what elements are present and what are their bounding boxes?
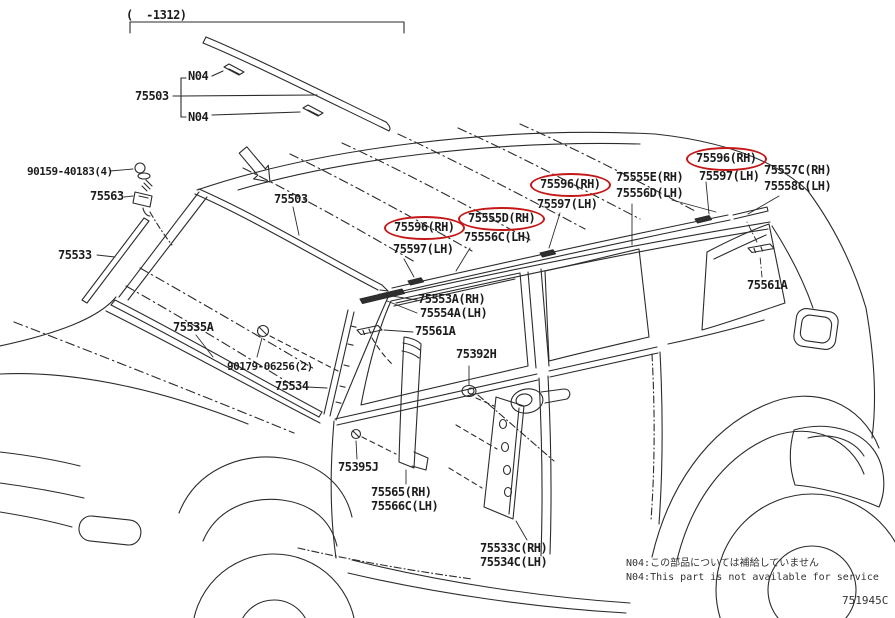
part-label-75556D-lh[interactable]: 75556D(LH) (616, 186, 684, 200)
service-note-english: N04:This part is not available for servi… (626, 572, 879, 583)
part-label-75535A[interactable]: 75535A (173, 320, 214, 334)
diagram-code: 751945C (842, 594, 889, 607)
part-label-75555E-rh[interactable]: 75555E(RH) (616, 170, 684, 184)
part-label-75556C-lh[interactable]: 75556C(LH) (464, 230, 532, 244)
direction-arrow-icon (238, 146, 271, 183)
part-label-75597-lh-2[interactable]: 75597(LH) (537, 197, 598, 211)
part-label-75395J[interactable]: 75395J (338, 460, 379, 474)
part-label-75534[interactable]: 75534 (275, 379, 309, 393)
part-label-75597-lh-1[interactable]: 75597(LH) (393, 242, 454, 256)
part-label-90159-40183[interactable]: 90159-40183(4) (27, 165, 113, 178)
part-label-75596-rh-1-highlighted[interactable]: 75596(RH) (384, 216, 465, 240)
part-label-75503-top[interactable]: 75503 (135, 89, 169, 103)
part-label-75534C-lh[interactable]: 75534C(LH) (480, 555, 548, 569)
pillar-garnish-parts (350, 243, 775, 520)
part-label-75554A-lh[interactable]: 75554A(LH) (420, 306, 488, 320)
part-label-75533[interactable]: 75533 (58, 248, 92, 262)
part-label-75533C-rh[interactable]: 75533C(RH) (480, 541, 548, 555)
clip-note-n04-a[interactable]: N04 (188, 69, 209, 83)
service-note-japanese: N04:この部品については補給していません (626, 558, 819, 569)
part-label-75555D-rh-highlighted[interactable]: 75555D(RH) (458, 207, 546, 231)
windshield-mouldings (13, 162, 390, 434)
part-label-75596-rh-2-highlighted[interactable]: 75596(RH) (530, 173, 611, 197)
clip-note-n04-b[interactable]: N04 (188, 110, 209, 124)
car-body-side (297, 223, 786, 614)
part-label-75557C-rh[interactable]: 75557C(RH) (764, 163, 832, 177)
part-label-75566C-lh[interactable]: 75566C(LH) (371, 499, 439, 513)
part-label-75596-rh-3-highlighted[interactable]: 75596(RH) (686, 147, 767, 171)
part-label-90179-06256[interactable]: 90179-06256(2) (227, 360, 313, 373)
car-front (0, 296, 355, 618)
part-label-75392H[interactable]: 75392H (456, 347, 497, 361)
part-label-75561A-right[interactable]: 75561A (747, 278, 788, 292)
part-label-75553A-rh[interactable]: 75553A(RH) (418, 292, 486, 306)
car-rear (651, 190, 895, 618)
part-label-75565-rh[interactable]: 75565(RH) (371, 485, 432, 499)
part-label-75558C-lh[interactable]: 75558C(LH) (764, 179, 832, 193)
part-label-75561A-left[interactable]: 75561A (415, 324, 456, 338)
leader-lines (96, 168, 780, 541)
top-moulding-assembly (129, 21, 405, 132)
part-label-75597-lh-3[interactable]: 75597(LH) (699, 169, 760, 183)
roof-drip-moulding (359, 206, 769, 305)
dimension-range-label: ( -1312) (126, 8, 187, 22)
part-label-75563[interactable]: 75563 (90, 189, 124, 203)
part-label-75503-mid[interactable]: 75503 (274, 192, 308, 206)
